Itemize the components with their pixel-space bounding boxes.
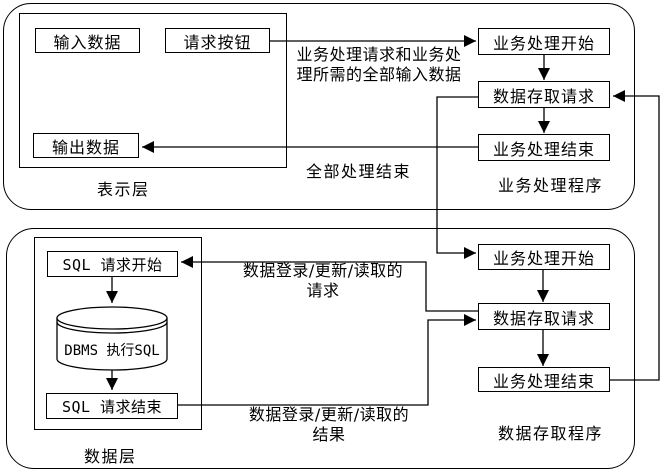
bp-start-box-top: 业务处理开始 <box>478 28 610 55</box>
all-done-edge-label: 全部处理结束 <box>306 162 412 181</box>
data-layer-label: 数据层 <box>84 447 137 466</box>
bp-end-box-bottom: 业务处理结束 <box>478 367 610 392</box>
bp-start-box-bottom: 业务处理开始 <box>478 244 610 270</box>
dbms-label: DBMS 执行SQL <box>64 343 160 359</box>
db-result-edge-label: 数据登录/更新/读取的 结果 <box>248 405 410 444</box>
business-processing-program-label: 业务处理程序 <box>498 176 604 195</box>
sql-end-box: SQL 请求结束 <box>46 393 178 419</box>
data-access-request-box-top: 数据存取请求 <box>478 81 610 108</box>
request-edge-label: 业务处理请求和业务处 理所需的全部输入数据 <box>296 45 462 84</box>
data-access-request-box-bottom: 数据存取请求 <box>478 303 610 330</box>
output-data-box: 输出数据 <box>33 133 139 158</box>
input-data-box: 输入数据 <box>35 28 140 53</box>
db-request-edge-label: 数据登录/更新/读取的 请求 <box>242 261 404 300</box>
data-access-program-label: 数据存取程序 <box>498 424 604 443</box>
sql-start-box: SQL 请求开始 <box>47 251 178 277</box>
presentation-layer-group <box>19 13 287 168</box>
bp-end-box-top: 业务处理结束 <box>478 134 610 161</box>
presentation-layer-label: 表示层 <box>97 180 150 199</box>
request-button-box: 请求按钮 <box>165 28 270 53</box>
